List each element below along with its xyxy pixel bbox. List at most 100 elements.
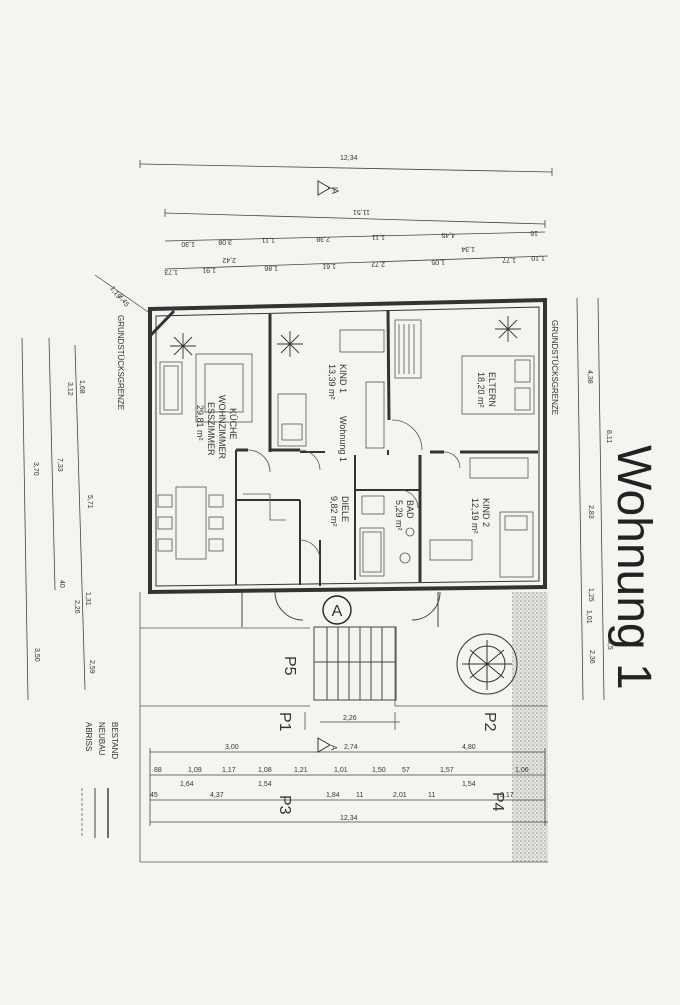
svg-text:2,26: 2,26 bbox=[73, 600, 80, 614]
dim-bottom-row1: 3,00 2,74 4,80 2,26 bbox=[225, 715, 476, 751]
svg-text:3,5: 3,5 bbox=[606, 640, 613, 650]
building-walls bbox=[148, 297, 547, 595]
svg-text:4,37: 4,37 bbox=[210, 792, 224, 799]
svg-text:1,64: 1,64 bbox=[180, 781, 194, 788]
bath-fixtures bbox=[359, 495, 415, 577]
svg-text:ELTERN: ELTERN bbox=[487, 372, 497, 407]
svg-text:13,39 m²: 13,39 m² bbox=[327, 364, 337, 400]
svg-text:1,01: 1,01 bbox=[585, 610, 592, 624]
room-kind1: KIND 1 13,39 m² bbox=[327, 364, 348, 400]
dim-bottom-total: 12,34 bbox=[340, 815, 358, 822]
bottom-dimensions bbox=[149, 721, 548, 826]
svg-text:1,91: 1,91 bbox=[202, 266, 216, 273]
svg-text:ESSZIMMER: ESSZIMMER bbox=[206, 402, 216, 456]
svg-text:1,01: 1,01 bbox=[334, 767, 348, 774]
svg-text:2,72: 2,72 bbox=[371, 260, 385, 267]
svg-text:Wohnung 1: Wohnung 1 bbox=[338, 416, 348, 462]
svg-text:16: 16 bbox=[530, 229, 538, 236]
svg-text:1,06: 1,06 bbox=[515, 767, 529, 774]
svg-text:29,81 m²: 29,81 m² bbox=[195, 405, 205, 441]
kind1-furniture bbox=[277, 329, 385, 449]
svg-text:1,08: 1,08 bbox=[258, 767, 272, 774]
svg-text:45: 45 bbox=[150, 792, 158, 799]
svg-text:1,11: 1,11 bbox=[262, 236, 275, 243]
svg-text:2,74: 2,74 bbox=[344, 744, 358, 751]
svg-text:1,10: 1,10 bbox=[531, 254, 545, 261]
svg-text:1,17: 1,17 bbox=[222, 767, 236, 774]
door-swings bbox=[247, 419, 461, 561]
svg-text:12,19 m²: 12,19 m² bbox=[470, 498, 480, 534]
svg-text:KIND 2: KIND 2 bbox=[481, 498, 491, 527]
room-kueche: KÜCHE WOHNZIMMER ESSZIMMER 29,81 m² bbox=[195, 395, 238, 459]
svg-text:1,77: 1,77 bbox=[502, 256, 516, 263]
svg-text:A: A bbox=[329, 745, 338, 751]
room-bad: BAD 5,29 m² bbox=[394, 500, 415, 531]
svg-text:4,45: 4,45 bbox=[441, 231, 455, 238]
svg-text:88: 88 bbox=[154, 767, 162, 774]
svg-text:1,57: 1,57 bbox=[440, 767, 454, 774]
room-kind2: KIND 2 12,19 m² bbox=[470, 498, 491, 534]
legend: BESTAND NEUBAU ABRISS bbox=[81, 722, 119, 838]
svg-text:A: A bbox=[330, 188, 340, 194]
svg-text:ABRISS: ABRISS bbox=[84, 722, 93, 751]
parking-p4: P4 bbox=[489, 792, 506, 812]
svg-text:1,54: 1,54 bbox=[258, 781, 272, 788]
dim-top-total: 12,34 bbox=[340, 155, 358, 162]
right-dimensions bbox=[576, 297, 605, 701]
svg-text:3,17: 3,17 bbox=[500, 792, 514, 799]
plant-icon bbox=[495, 316, 521, 342]
svg-text:WOHNZIMMER: WOHNZIMMER bbox=[217, 395, 227, 459]
svg-text:1,50: 1,50 bbox=[372, 767, 386, 774]
plant-icon bbox=[277, 331, 303, 357]
svg-text:5,71: 5,71 bbox=[86, 495, 93, 509]
svg-text:KÜCHE: KÜCHE bbox=[228, 408, 238, 440]
svg-text:1,84: 1,84 bbox=[326, 792, 340, 799]
top-dimensions bbox=[139, 160, 553, 270]
dim-top-inner: 11,51 bbox=[353, 208, 370, 215]
svg-text:11: 11 bbox=[428, 792, 435, 799]
svg-text:1,05: 1,05 bbox=[431, 258, 445, 265]
svg-text:2,38: 2,38 bbox=[316, 235, 330, 242]
svg-text:2,26: 2,26 bbox=[343, 715, 357, 722]
boundary-label-right: GRUNDSTÜCKSGRENZE bbox=[550, 320, 559, 415]
parking-p2: P2 bbox=[481, 712, 498, 732]
svg-text:3,08: 3,08 bbox=[218, 238, 232, 245]
entrance-marker: A bbox=[322, 595, 352, 625]
svg-text:2,42: 2,42 bbox=[222, 256, 236, 263]
svg-text:8,11: 8,11 bbox=[605, 430, 612, 443]
parking-p5: P5 bbox=[281, 656, 298, 676]
svg-text:5,29 m²: 5,29 m² bbox=[394, 500, 404, 531]
room-eltern: ELTERN 18,20 m² bbox=[476, 372, 497, 408]
svg-text:18,20 m²: 18,20 m² bbox=[476, 372, 486, 408]
svg-text:3,45: 3,45 bbox=[116, 293, 130, 308]
svg-text:1,31: 1,31 bbox=[84, 592, 91, 606]
svg-text:2,36: 2,36 bbox=[588, 650, 595, 664]
svg-text:11: 11 bbox=[356, 792, 363, 799]
svg-text:9,82 m²: 9,82 m² bbox=[329, 496, 339, 527]
svg-text:DIELE: DIELE bbox=[340, 496, 350, 522]
svg-text:NEUBAU: NEUBAU bbox=[97, 722, 106, 756]
svg-text:1,21: 1,21 bbox=[294, 767, 308, 774]
svg-text:1,30: 1,30 bbox=[181, 240, 195, 247]
boundary-label-left: GRUNDSTÜCKSGRENZE bbox=[116, 315, 125, 410]
svg-text:3,50: 3,50 bbox=[33, 648, 40, 662]
svg-text:2,59: 2,59 bbox=[88, 660, 95, 674]
svg-text:57: 57 bbox=[402, 767, 410, 774]
dim-bottom-row3: 45 4,37 1,84 11 2,01 11 3,17 bbox=[150, 792, 514, 799]
svg-text:3,70: 3,70 bbox=[32, 462, 39, 476]
svg-text:1,11: 1,11 bbox=[372, 233, 385, 240]
svg-text:3,12: 3,12 bbox=[66, 382, 73, 396]
dim-top-row2: 1,73 1,91 2,42 1,86 1,61 2,72 1,05 1,77 … bbox=[164, 254, 545, 275]
svg-text:1,54: 1,54 bbox=[462, 781, 476, 788]
plant-icon bbox=[170, 333, 196, 359]
svg-text:1,61: 1,61 bbox=[322, 262, 336, 269]
room-diele: DIELE 9,82 m² bbox=[329, 496, 350, 527]
kind2-furniture bbox=[429, 457, 534, 578]
right-dim-labels: 4,38 8,11 2,83 1,01 1,25 2,36 3,5 bbox=[585, 370, 613, 664]
svg-text:1,09: 1,09 bbox=[188, 767, 202, 774]
svg-text:4,80: 4,80 bbox=[462, 744, 476, 751]
svg-text:KIND 1: KIND 1 bbox=[338, 364, 348, 393]
svg-text:A: A bbox=[332, 603, 343, 620]
